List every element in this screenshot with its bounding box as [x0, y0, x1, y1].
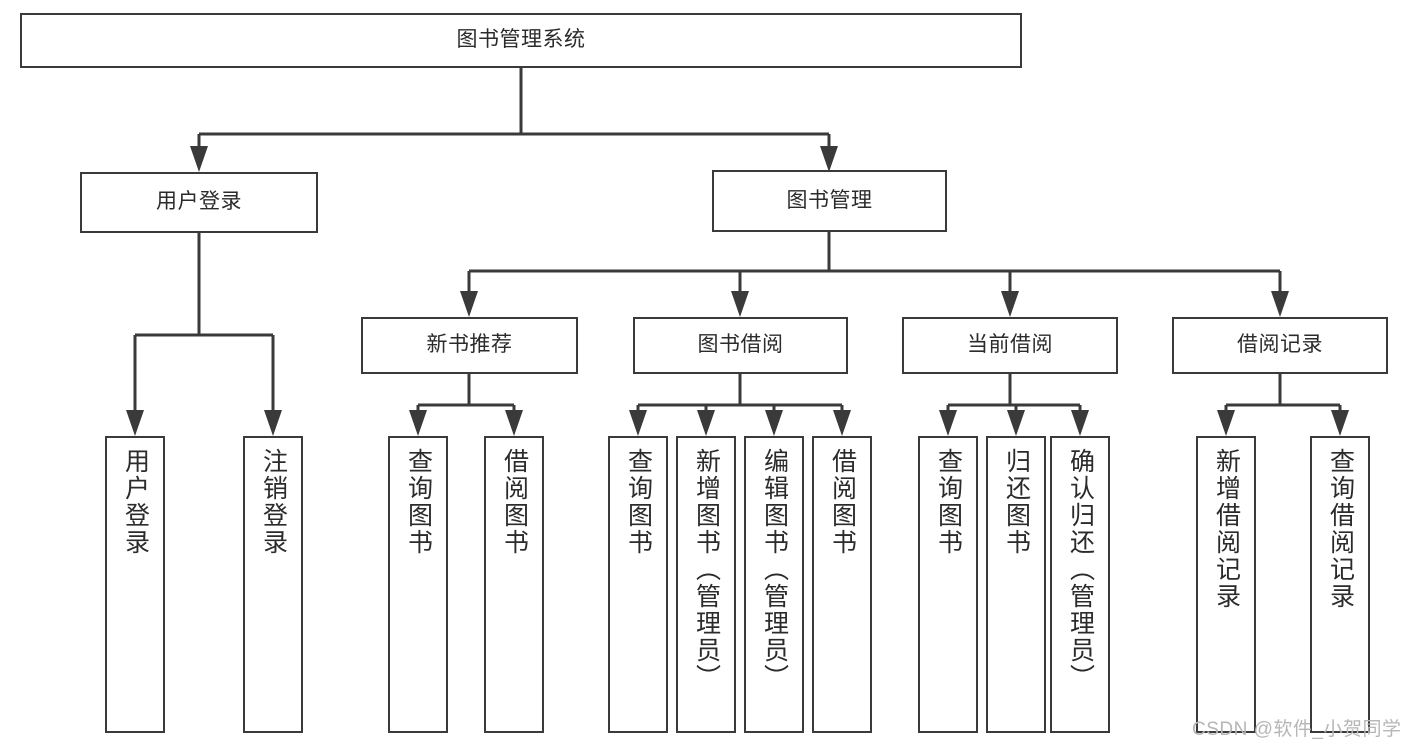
node-label: 注销登录 — [259, 448, 288, 556]
node-label: 编辑图书（管理员） — [760, 448, 789, 691]
watermark-text: CSDN @软件_小贺同学 — [1192, 719, 1402, 740]
node-leaf8[interactable]: 借阅图书 — [812, 436, 872, 733]
arrowhead-root-to-level1-1 — [820, 146, 838, 172]
node-label: 新书推荐 — [426, 333, 513, 357]
node-leaf9[interactable]: 查询图书 — [918, 436, 978, 733]
arrowhead-bookmgmt-to-level2-1 — [731, 291, 749, 317]
node-leaf5[interactable]: 查询图书 — [608, 436, 668, 733]
node-leaf3[interactable]: 查询图书 — [388, 436, 448, 733]
node-label: 借阅图书 — [828, 448, 857, 556]
node-leaf11[interactable]: 确认归还（管理员） — [1050, 436, 1110, 733]
node-newbook[interactable]: 新书推荐 — [361, 317, 578, 374]
node-leaf6[interactable]: 新增图书（管理员） — [676, 436, 736, 733]
arrowhead-record-to-leaves-1 — [1331, 410, 1349, 436]
arrowhead-newbook-to-leaves-1 — [505, 410, 523, 436]
arrowhead-borrow-to-leaves-2 — [765, 410, 783, 436]
arrowhead-borrow-to-leaves-1 — [697, 410, 715, 436]
node-leaf7[interactable]: 编辑图书（管理员） — [744, 436, 804, 733]
arrowhead-current-to-leaves-1 — [1007, 410, 1025, 436]
arrowhead-bookmgmt-to-level2-2 — [1001, 291, 1019, 317]
arrowhead-borrow-to-leaves-3 — [833, 410, 851, 436]
node-label: 图书管理 — [786, 188, 873, 212]
node-label: 图书管理系统 — [456, 28, 586, 52]
arrowhead-borrow-to-leaves-0 — [629, 410, 647, 436]
node-label: 新增借阅记录 — [1212, 448, 1241, 610]
node-label: 用户登录 — [156, 190, 242, 214]
node-label: 归还图书 — [1002, 448, 1031, 556]
arrowhead-newbook-to-leaves-0 — [409, 410, 427, 436]
node-label: 用户登录 — [121, 448, 150, 556]
node-leaf12[interactable]: 新增借阅记录 — [1196, 436, 1256, 733]
node-label: 借阅图书 — [500, 448, 529, 556]
arrowhead-root-to-level1-0 — [190, 146, 208, 172]
node-leaf1[interactable]: 用户登录 — [105, 436, 165, 733]
arrowhead-login-to-leaves-1 — [264, 410, 282, 436]
node-label: 查询图书 — [624, 448, 653, 556]
node-current[interactable]: 当前借阅 — [902, 317, 1118, 374]
node-label: 图书借阅 — [697, 333, 784, 357]
arrowhead-bookmgmt-to-level2-0 — [460, 291, 478, 317]
node-label: 当前借阅 — [967, 333, 1053, 357]
node-leaf2[interactable]: 注销登录 — [243, 436, 303, 733]
arrowhead-current-to-leaves-0 — [939, 410, 957, 436]
node-leaf10[interactable]: 归还图书 — [986, 436, 1046, 733]
arrowhead-record-to-leaves-0 — [1217, 410, 1235, 436]
node-record[interactable]: 借阅记录 — [1172, 317, 1388, 374]
node-label: 借阅记录 — [1237, 333, 1323, 357]
arrowhead-bookmgmt-to-level2-3 — [1271, 291, 1289, 317]
node-login[interactable]: 用户登录 — [80, 172, 318, 233]
node-leaf13[interactable]: 查询借阅记录 — [1310, 436, 1370, 733]
node-bookmgmt[interactable]: 图书管理 — [712, 170, 947, 232]
node-label: 查询图书 — [934, 448, 963, 556]
node-label: 新增图书（管理员） — [692, 448, 721, 691]
arrowhead-current-to-leaves-2 — [1071, 410, 1089, 436]
node-root[interactable]: 图书管理系统 — [20, 13, 1022, 68]
node-label: 查询借阅记录 — [1326, 448, 1355, 610]
node-leaf4[interactable]: 借阅图书 — [484, 436, 544, 733]
node-label: 确认归还（管理员） — [1066, 448, 1095, 691]
node-label: 查询图书 — [404, 448, 433, 556]
node-borrow[interactable]: 图书借阅 — [633, 317, 848, 374]
arrowhead-login-to-leaves-0 — [126, 410, 144, 436]
